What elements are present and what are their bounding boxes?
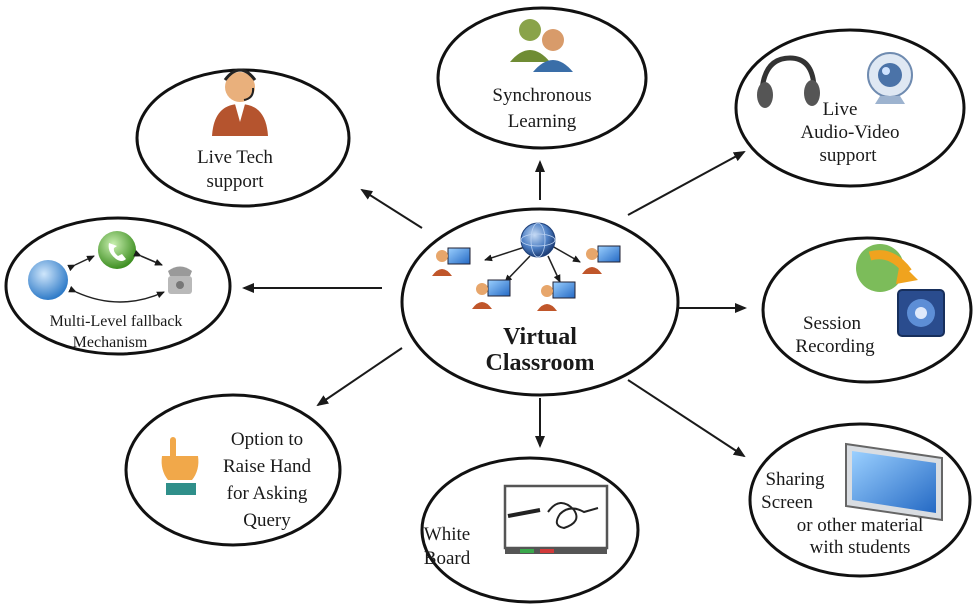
arrow-to-live-tech-support (360, 188, 423, 229)
telephone-icon (168, 266, 192, 294)
session-recording-line-2: Recording (795, 336, 875, 357)
node-white-board: White Board (420, 456, 640, 604)
center-label-line-1: Virtual (503, 324, 577, 350)
synchronous-learning-line-2: Learning (508, 111, 577, 132)
connector-arrows (242, 151, 747, 458)
raise-hand-line-2: Raise Hand (223, 456, 312, 477)
arrow-to-sharing-screen (627, 379, 746, 458)
center-node-virtual-classroom: Virtual Classroom (400, 207, 680, 397)
green-phone-icon (98, 231, 136, 269)
recording-icon (856, 244, 945, 337)
headphones-icon (757, 55, 820, 108)
white-board-line-2: Board (424, 548, 471, 569)
synchronous-learning-line-1: Synchronous (492, 85, 591, 106)
live-audio-video-line-2: Audio-Video (800, 122, 899, 143)
live-tech-support-line-1: Live Tech (197, 147, 273, 168)
node-multi-level-fallback: Multi-Level fallback Mechanism (4, 216, 232, 356)
session-recording-line-1: Session (803, 313, 862, 334)
live-tech-support-line-2: support (207, 171, 265, 192)
headset-agent-icon (212, 68, 268, 136)
globe-icon (520, 222, 556, 258)
node-live-audio-video: Live Audio-Video support (734, 28, 966, 188)
live-audio-video-line-1: Live (823, 99, 858, 120)
live-audio-video-line-3: support (820, 145, 878, 166)
center-label-line-2: Classroom (486, 350, 595, 376)
raised-hand-icon (161, 437, 199, 495)
group-people-icon (510, 19, 573, 72)
sharing-screen-line-2: Screen (761, 492, 813, 513)
monitor-screen-icon (845, 442, 943, 522)
multi-level-fallback-line-2: Mechanism (73, 334, 148, 351)
node-raise-hand: Option to Raise Hand for Asking Query (124, 393, 342, 547)
node-synchronous-learning: Synchronous Learning (436, 6, 648, 150)
fallback-icons (28, 231, 192, 303)
raise-hand-line-3: for Asking (227, 483, 308, 504)
node-sharing-screen: Sharing Screen or other material with st… (748, 422, 972, 578)
arrow-to-raise-hand (316, 347, 403, 407)
sharing-screen-line-4: with students (810, 537, 911, 558)
webcam-icon (867, 52, 913, 104)
node-session-recording: Session Recording (761, 236, 973, 384)
whiteboard-icon (503, 484, 609, 554)
white-board-line-1: White (424, 524, 470, 545)
raise-hand-line-1: Option to (231, 429, 303, 450)
sharing-screen-line-1: Sharing (765, 469, 825, 490)
sharing-screen-line-3: or other material (797, 515, 924, 536)
chat-bubble-icon (28, 260, 68, 300)
node-live-tech-support: Live Tech support (135, 68, 351, 208)
arrow-to-live-audio-video (627, 151, 746, 216)
network-people-icon (432, 222, 621, 311)
raise-hand-line-4: Query (243, 510, 291, 531)
multi-level-fallback-line-1: Multi-Level fallback (50, 313, 183, 330)
